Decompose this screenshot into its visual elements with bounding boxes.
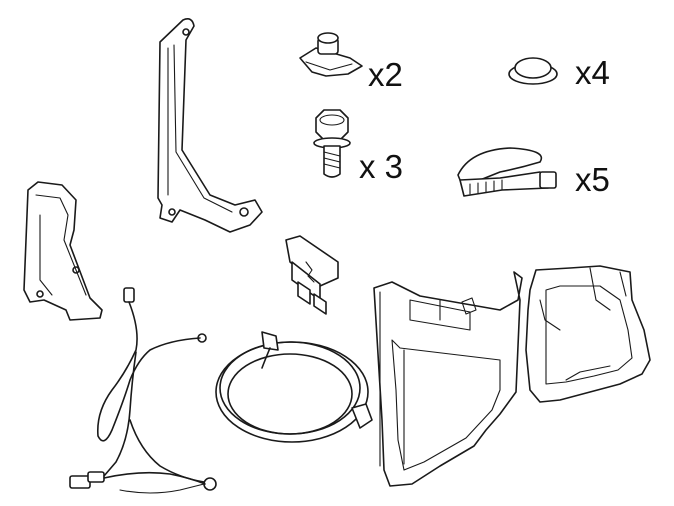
- bracket-small-icon: [23, 181, 103, 321]
- trim-panel-icon: [373, 271, 523, 487]
- clip-nut-icon: [299, 32, 363, 77]
- wiring-harness-icon: [69, 287, 217, 494]
- trim-panel-rear-icon: [525, 265, 651, 403]
- bracket-icon: [157, 18, 263, 233]
- coiled-harness-icon: [215, 331, 373, 443]
- fuse-icon: [285, 235, 339, 315]
- cable-tie-icon: [457, 147, 557, 197]
- cable-tie-quantity: x5: [575, 161, 610, 198]
- clip-nut-quantity: x2: [368, 56, 403, 93]
- flange-bolt-icon: [313, 109, 351, 178]
- plug-cap-quantity: x4: [575, 54, 610, 91]
- flange-bolt-quantity: x 3: [359, 148, 404, 185]
- plug-cap-icon: [508, 57, 558, 85]
